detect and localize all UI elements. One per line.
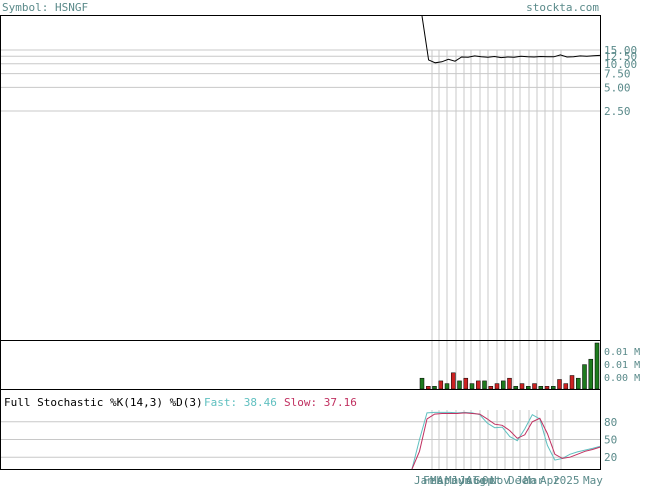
price-tick-label: 12.50 (604, 50, 637, 63)
volume-bar (551, 386, 556, 390)
volume-bar (582, 364, 587, 390)
volume-bar (576, 377, 581, 390)
volume-bar (513, 386, 519, 390)
x-axis-label: Mar (524, 474, 544, 486)
x-axis-label: Nov (490, 474, 510, 486)
volume-bars (419, 342, 600, 390)
stochastic-gridlines (1, 421, 600, 458)
volume-bar (588, 358, 594, 390)
volume-bar (438, 380, 444, 390)
volume-bar (532, 383, 537, 390)
volume-bar (457, 380, 462, 390)
price-tick-label: 2.50 (604, 105, 631, 118)
volume-bar (469, 383, 475, 390)
stochastic-axis: 80 50 20 (604, 416, 617, 464)
volume-tick: 0.01 M (604, 360, 640, 371)
slow-label: Slow: 37.16 (284, 396, 357, 409)
volume-bar (519, 383, 525, 390)
x-axis-label: Sep (474, 474, 494, 486)
x-axis-label: Feb (423, 474, 443, 486)
volume-tick: 0.00 M (604, 373, 640, 384)
price-tick-label: 15.00 (604, 44, 637, 57)
x-axis-labels: JanFebMarAprMayJunJulAugSepOctNovDecJanM… (414, 474, 603, 486)
volume-bar (432, 386, 437, 390)
volume-bar (426, 386, 431, 390)
x-axis-label: May (445, 474, 465, 486)
stochastic-tick-label: 20 (604, 451, 617, 464)
symbol-label: Symbol: HSNGF (2, 1, 88, 14)
x-axis-label: Aug (466, 474, 486, 486)
stochastic-tick-label: 50 (604, 434, 617, 447)
price-tick-label: 5.00 (604, 81, 631, 94)
volume-bar (476, 380, 481, 390)
volume-bar (463, 377, 469, 390)
stochastic-lines (411, 411, 601, 470)
fast-label: Fast: 38.46 (204, 396, 277, 409)
volume-bar (538, 386, 544, 390)
price-gridlines (1, 49, 600, 112)
volume-bar (501, 380, 506, 390)
stochastic-tick-label: 80 (604, 416, 617, 429)
slow-stochastic-line (411, 412, 601, 470)
x-axis-label: Dec (508, 474, 528, 486)
price-line (421, 15, 601, 64)
site-label: stockta.com (526, 1, 599, 14)
x-axis-label: Jan (516, 474, 536, 486)
x-axis-label: May (583, 474, 603, 486)
volume-axis: 0.01 M 0.01 M 0.00 M (604, 347, 640, 384)
volume-bar (444, 383, 450, 390)
volume-tick: 0.01 M (604, 347, 640, 358)
volume-bar (482, 380, 487, 390)
volume-bar (507, 377, 512, 390)
x-axis-label: Apr (437, 474, 457, 486)
volume-bar (563, 383, 569, 390)
x-axis-label: 2025 (553, 474, 580, 486)
volume-bar (526, 386, 531, 390)
x-axis-label: Apr (540, 474, 560, 486)
volume-bar (569, 375, 575, 390)
vertical-gridlines (431, 50, 562, 469)
x-axis-label: Jul (459, 474, 479, 486)
volume-bar (419, 377, 425, 390)
price-tick-label: 7.50 (604, 68, 631, 81)
stochastic-panel-frame (0, 389, 601, 470)
price-line-group (421, 15, 601, 64)
stochastic-title: Full Stochastic %K(14,3) %D(3) (4, 396, 203, 409)
volume-bar (544, 386, 550, 390)
x-axis-label: Oct (482, 474, 502, 486)
fast-stochastic-line (411, 411, 601, 470)
volume-bar (557, 379, 562, 390)
x-axis-label: Jun (451, 474, 471, 486)
x-axis-label: Jan (414, 474, 434, 486)
volume-bar (594, 342, 600, 390)
price-tick-label: 10.00 (604, 58, 637, 71)
volume-bar (494, 383, 500, 390)
volume-bar (488, 386, 494, 390)
x-axis-label: Mar (430, 474, 450, 486)
volume-bar (451, 372, 456, 390)
